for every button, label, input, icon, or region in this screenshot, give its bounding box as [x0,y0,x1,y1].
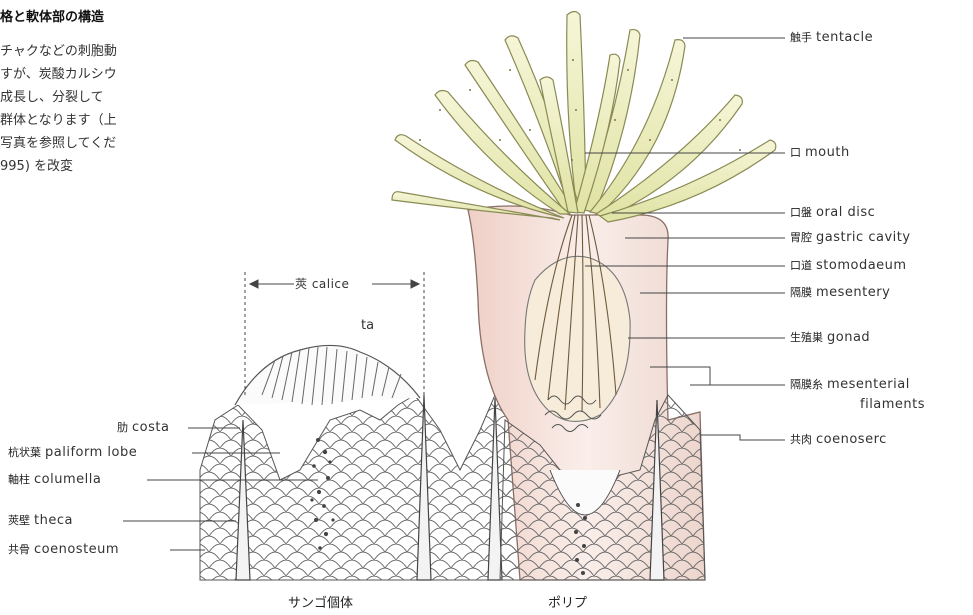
label-jp: 肋 [117,421,128,434]
label-en: oral disc [816,205,875,220]
label-paliform-lobe: 杭状葉 paliform lobe [8,444,137,460]
label-jp: 口 [790,146,801,159]
label-en: costa [132,420,169,435]
stray-text: ta [361,318,374,333]
label-theca: 莢壁 theca [8,512,73,528]
label-jp: 共肉 [790,433,812,446]
label-coenosteum: 共骨 coenosteum [8,541,119,557]
label-en: mesentery [816,285,890,300]
label-jp: 生殖巣 [790,331,823,344]
label-stomodaeum: 口道 stomodaeum [790,257,907,273]
caption-polyp: ポリプ [548,592,587,611]
label-filaments-line2: filaments [860,397,925,412]
label-mesenterial-filaments: 隔膜糸 mesenterial [790,376,910,392]
label-en: gonad [827,330,870,345]
label-jp: 共骨 [8,543,30,556]
label-en: columella [34,472,101,487]
label-gastric-cavity: 胃腔 gastric cavity [790,229,911,245]
label-mesentery: 隔膜 mesentery [790,284,890,300]
label-gonad: 生殖巣 gonad [790,329,870,345]
label-jp: 胃腔 [790,231,812,244]
caption-coral-individual: サンゴ個体 [288,592,353,611]
label-jp: 莢壁 [8,514,30,527]
label-jp: 軸柱 [8,473,30,486]
label-en: gastric cavity [816,230,911,245]
label-jp: 隔膜 [790,286,812,299]
label-en: stomodaeum [816,258,907,273]
label-jp: 口盤 [790,206,812,219]
label-coenoserc: 共肉 coenoserc [790,431,887,447]
label-en: mesenterial [827,377,910,392]
label-costa: 肋 costa [117,419,169,435]
label-en: paliform lobe [45,445,137,460]
label-mouth: 口 mouth [790,144,850,160]
label-columella: 軸柱 columella [8,471,101,487]
label-oral-disc: 口盤 oral disc [790,204,875,220]
label-en: coenosteum [34,542,119,557]
label-jp: 触手 [790,31,812,44]
label-en: theca [34,513,73,528]
label-jp: 杭状葉 [8,446,41,459]
calice-label: 莢 calice [295,275,349,292]
label-tentacle: 触手 tentacle [790,29,873,45]
label-en: coenoserc [816,432,887,447]
label-jp: 隔膜糸 [790,378,823,391]
label-en: mouth [805,145,850,160]
label-en: tentacle [816,30,873,45]
label-jp: 口道 [790,259,812,272]
